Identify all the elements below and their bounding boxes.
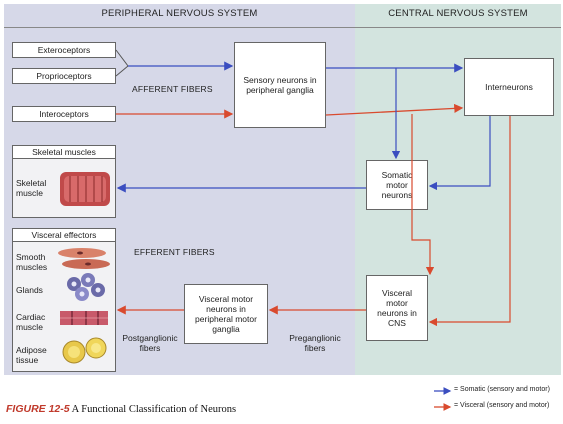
legend: = Somatic (sensory and motor) = Visceral… — [430, 380, 561, 418]
figure-title: A Functional Classification of Neurons — [71, 404, 237, 415]
sensory-neurons-box: Sensory neurons in peripheral ganglia — [234, 42, 326, 128]
skeletal-muscle-label: Skeletal muscle — [16, 178, 47, 199]
cardiac-muscle-label: Cardiac muscle — [16, 312, 46, 333]
legend-somatic-label: = Somatic (sensory and motor) — [454, 386, 550, 393]
legend-arrows — [434, 387, 452, 411]
exteroceptors-box: Exteroceptors — [12, 42, 116, 58]
smooth-muscles-label: Smooth muscles — [16, 252, 48, 273]
efferent-fibers-label: EFFERENT FIBERS — [134, 247, 215, 257]
interneuron-to-somatic-arrow — [428, 116, 491, 191]
adipose-tissue-illustration — [62, 337, 107, 364]
proprioceptors-box: Proprioceptors — [12, 68, 116, 84]
adipose-tissue-label: Adipose tissue — [16, 345, 47, 366]
pns-header: PERIPHERAL NERVOUS SYSTEM — [101, 8, 258, 19]
visceral-motor-neurons-cns-box: Visceral motor neurons in CNS — [366, 275, 428, 341]
visceral-motor-neurons-peripheral-box: Visceral motor neurons in peripheral mot… — [184, 284, 268, 344]
cns-header: CENTRAL NERVOUS SYSTEM — [388, 8, 528, 19]
cardiac-muscle-illustration — [60, 311, 108, 325]
somatic-motor-neurons-box: Somatic motor neurons — [366, 160, 428, 210]
glands-illustration — [67, 273, 105, 301]
header-divider — [4, 27, 561, 28]
figure-caption: FIGURE 12-5 A Functional Classification … — [6, 403, 236, 415]
preganglionic-fibers-label: Preganglionic fibers — [289, 333, 341, 354]
figure-number: FIGURE 12-5 — [6, 403, 70, 415]
receptor-chevron-arrow — [115, 49, 234, 77]
afferent-fibers-label: AFFERENT FIBERS — [132, 84, 213, 94]
skeletal-muscles-title: Skeletal muscles — [12, 145, 116, 159]
postganglionic-fibers-label: Postganglionic fibers — [122, 333, 178, 354]
visceral-effectors-title: Visceral effectors — [12, 228, 116, 242]
sensory-to-interneuron-visceral-arrow — [325, 103, 464, 116]
interoceptors-box: Interoceptors — [12, 106, 116, 122]
legend-visceral-label: = Visceral (sensory and motor) — [454, 402, 550, 409]
glands-label: Glands — [16, 285, 43, 295]
smooth-muscle-illustration — [58, 248, 110, 269]
interneurons-box: Interneurons — [464, 58, 554, 116]
sensory-to-visceral-cns-arrow — [411, 114, 435, 276]
interneuron-to-visceral-cns-arrow — [428, 116, 511, 327]
skeletal-muscle-illustration — [60, 172, 110, 206]
